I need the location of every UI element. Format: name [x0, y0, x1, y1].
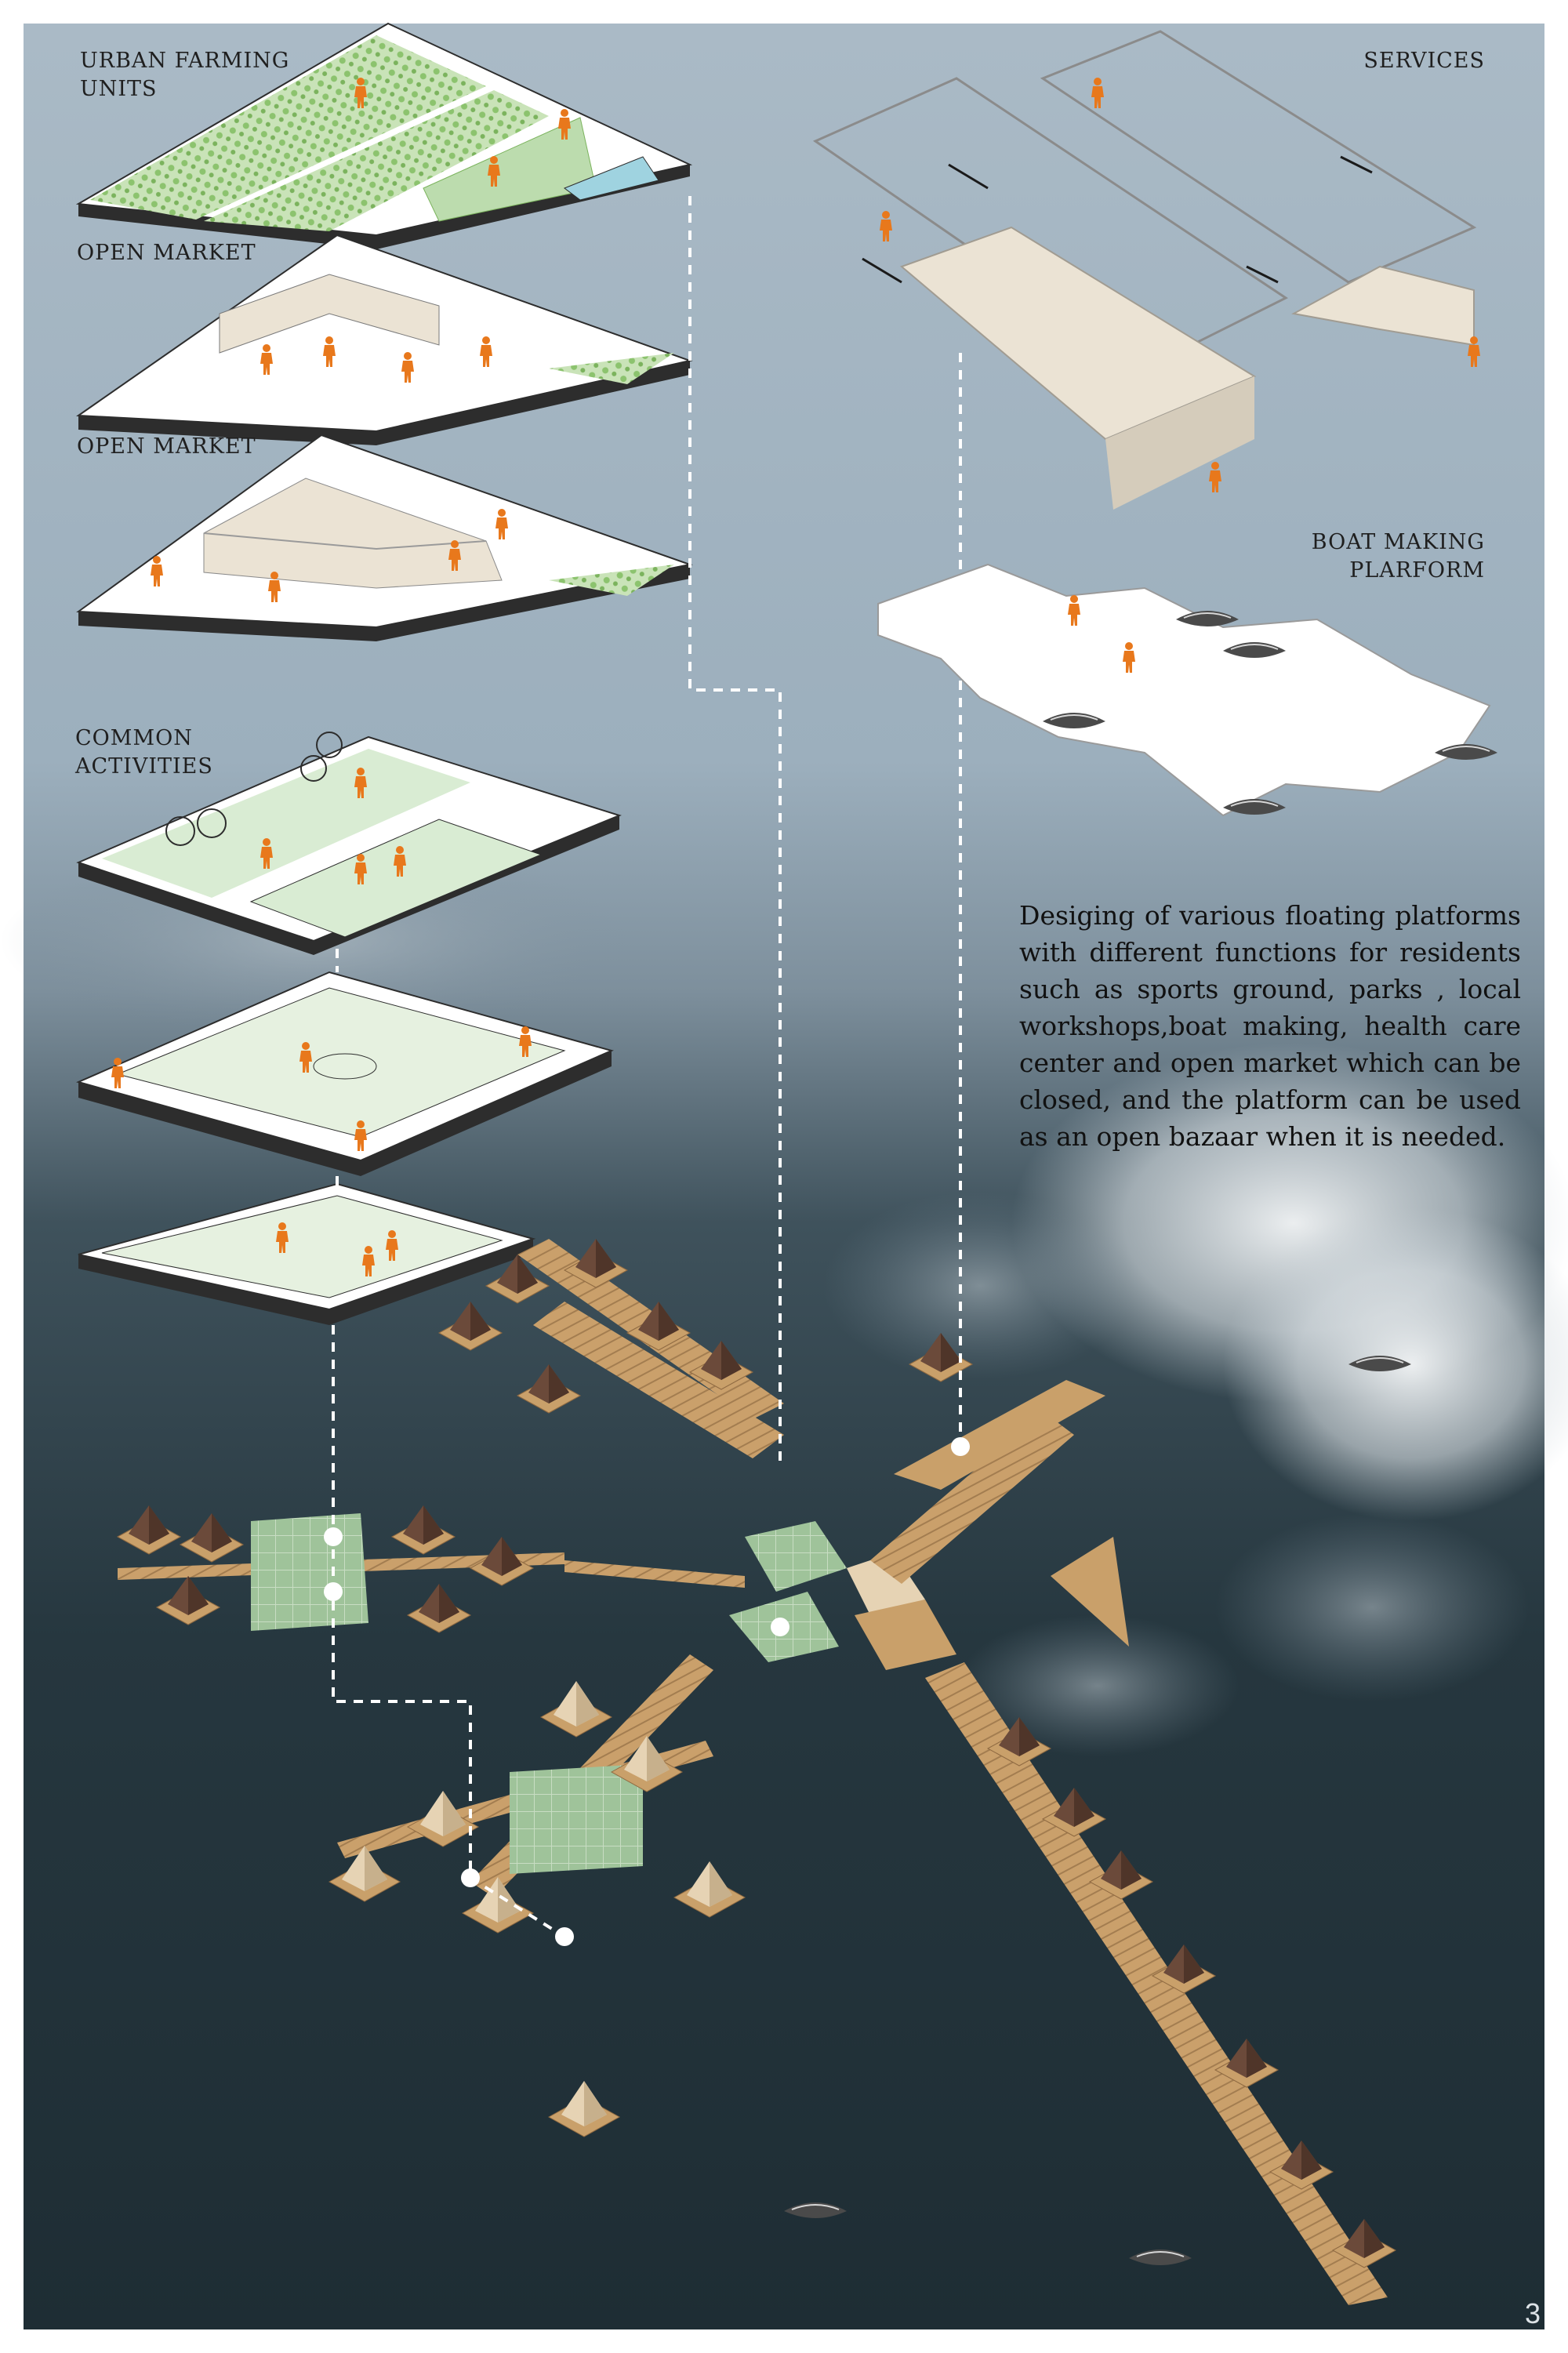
label-services: SERVICES [1363, 49, 1485, 73]
connector-nodes [324, 1437, 970, 1946]
sports-platform [76, 971, 614, 1176]
label-urban-farming: URBAN FARMING UNITS [80, 49, 290, 101]
label-common-activities: COMMON ACTIVITIES [75, 726, 213, 779]
label-boat-making: BOAT MAKING PLARFORM [1311, 530, 1485, 583]
label-open-market-2: OPEN MARKET [77, 434, 256, 459]
page-number: 3 [1525, 2297, 1541, 2329]
park-platform [76, 732, 622, 955]
boat-making-platform [877, 563, 1498, 817]
dashed-connectors [332, 196, 962, 1938]
open-market-platform-2 [76, 434, 693, 641]
label-open-market-1: OPEN MARKET [77, 241, 256, 265]
workshop-platform [78, 1182, 536, 1325]
floating-village [117, 1238, 1412, 2305]
services-frame [812, 30, 1480, 510]
description-text: Desiging of various floating platforms w… [1019, 900, 1521, 1152]
urban-farming-platform [75, 22, 693, 249]
